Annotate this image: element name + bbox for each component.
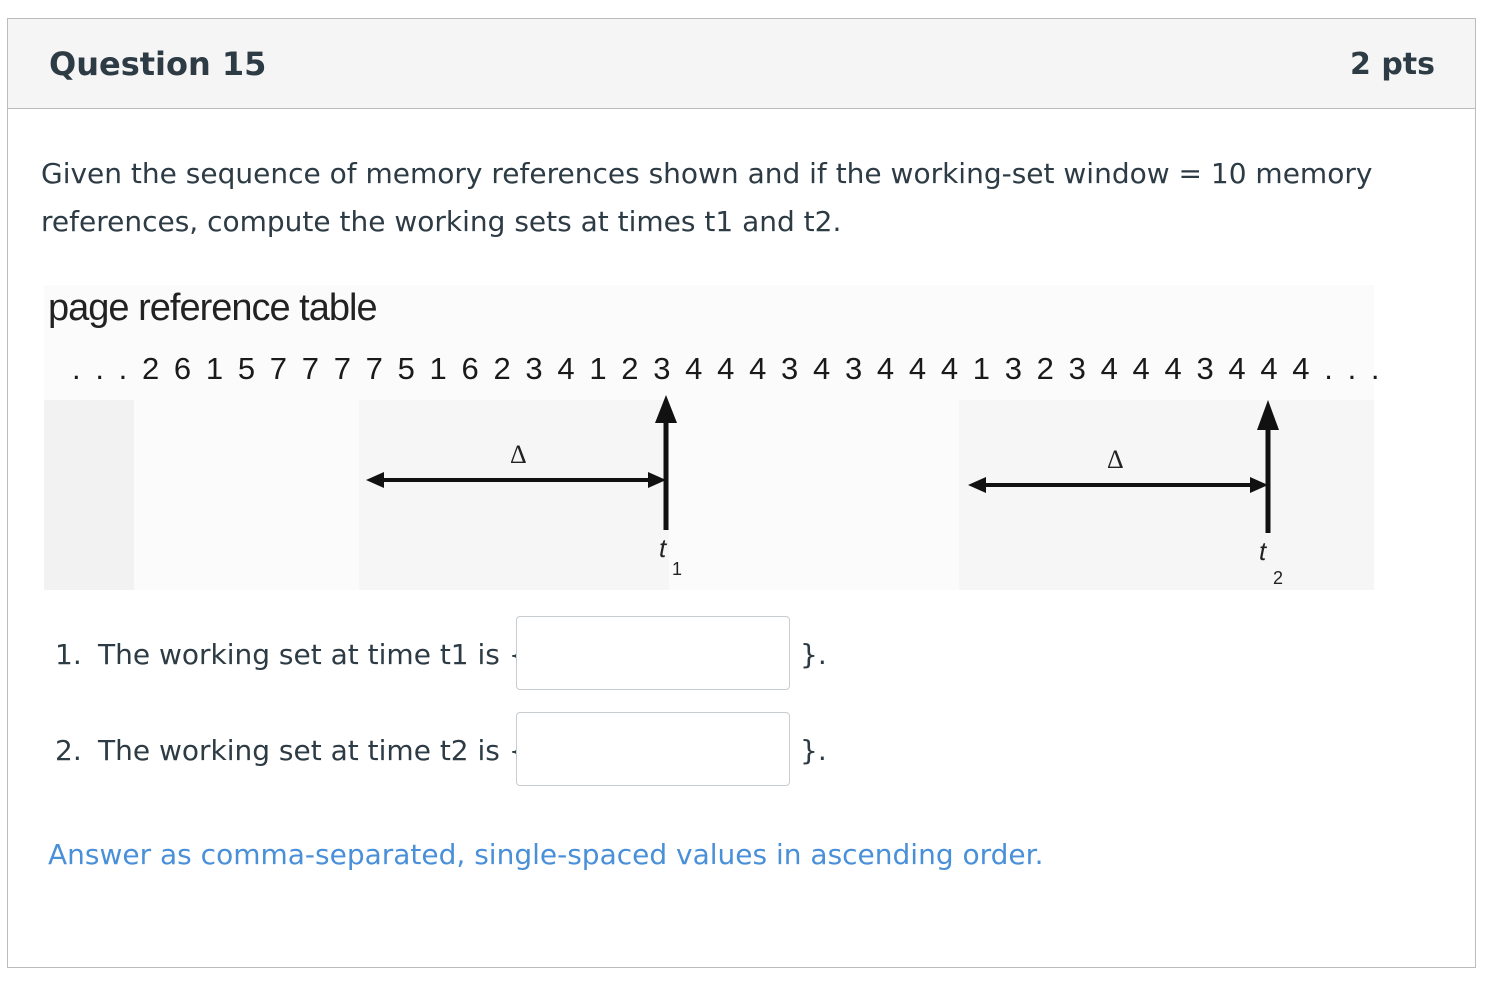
- working-set-t1-input[interactable]: [516, 616, 790, 690]
- answer-number: 2.: [55, 734, 82, 767]
- answer-closing-brace: }.: [800, 734, 827, 767]
- t1-window-left-arrowhead: [366, 472, 384, 488]
- page-reference-figure: Δ Δ t 1 t 2 page reference table . . . 2…: [44, 285, 1380, 590]
- t2-window-left-arrowhead: [968, 477, 986, 493]
- question-header: Question 15 2 pts: [8, 19, 1475, 109]
- figure-caption: page reference table: [48, 287, 378, 329]
- t1-marker-arrowhead: [655, 395, 677, 423]
- figure-shade-right: [959, 400, 1374, 590]
- question-text: Given the sequence of memory references …: [41, 157, 1373, 238]
- reference-string: . . . 2 6 1 5 7 7 7 7 5 1 6 2 3 4 1 2 3 …: [72, 351, 1383, 386]
- answer-number: 1.: [55, 638, 82, 671]
- t1-subscript: 1: [672, 559, 682, 579]
- t2-marker-arrowhead: [1257, 400, 1279, 430]
- answer-row-1: 1. The working set at time t1 is { }.: [55, 616, 955, 692]
- question-points: 2 pts: [1350, 47, 1435, 82]
- answer-closing-brace: }.: [800, 638, 827, 671]
- t2-label: t: [1259, 536, 1268, 566]
- t1-delta-label: Δ: [510, 440, 527, 469]
- figure-shade-middle: [359, 400, 669, 590]
- answer-row-2: 2. The working set at time t2 is { }.: [55, 712, 955, 788]
- working-set-t2-input[interactable]: [516, 712, 790, 786]
- t1-window-right-arrowhead: [648, 472, 666, 488]
- t2-subscript: 2: [1273, 568, 1283, 588]
- figure-shade-left: [44, 400, 134, 590]
- t2-window-right-arrowhead: [1250, 477, 1268, 493]
- answer-prompt: The working set at time t2 is {: [98, 734, 527, 767]
- question-title: Question 15: [49, 45, 267, 83]
- answer-instruction: Answer as comma-separated, single-spaced…: [48, 838, 1044, 871]
- t1-label: t: [659, 533, 668, 563]
- t2-delta-label: Δ: [1107, 445, 1124, 474]
- figure-background: Δ Δ t 1 t 2: [44, 285, 1374, 590]
- answer-prompt: The working set at time t1 is {: [98, 638, 527, 671]
